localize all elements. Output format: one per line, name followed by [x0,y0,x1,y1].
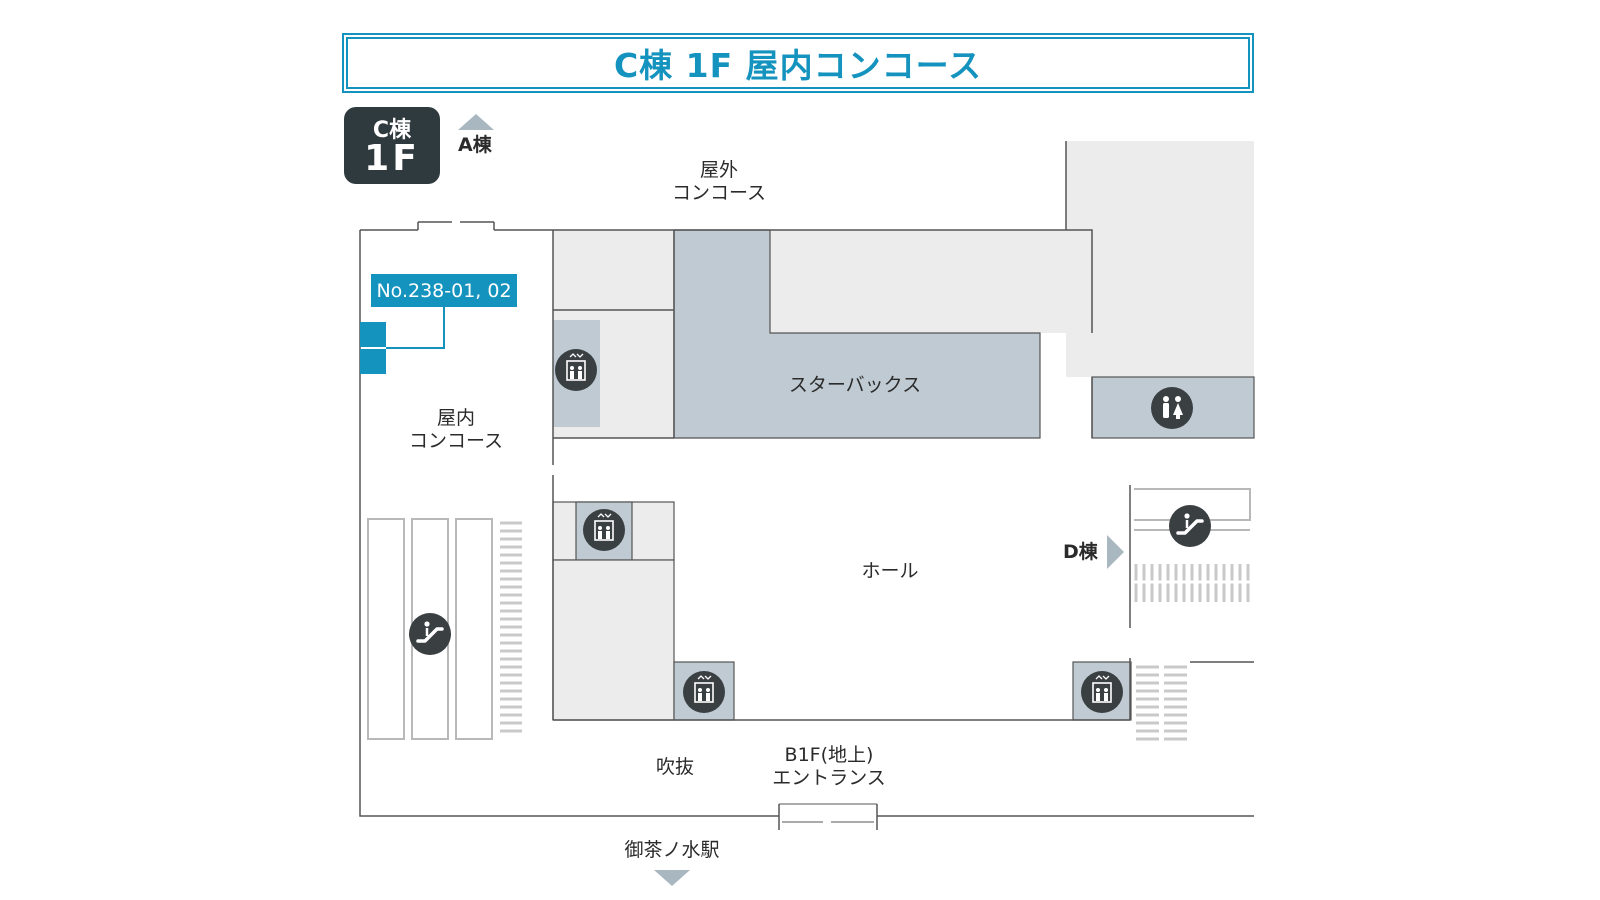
store-number-tag[interactable]: No.238-01, 02 [371,274,517,307]
floor-badge-building: C棟 [372,118,412,143]
arrow-up-icon [458,114,494,130]
elevator-icon [1081,671,1123,713]
store-238-02[interactable] [360,349,386,374]
store-238-01[interactable] [360,322,386,347]
escalator-icon [1169,505,1211,547]
starbucks-label: スターバックス [788,374,922,396]
stairs-left [500,519,522,739]
room-upper-middle [770,230,1092,333]
indoor-concourse-label-1: 屋内 [436,407,475,429]
store-leader-line [386,305,445,349]
direction-a-building: A棟 [458,134,492,156]
floor-badge-floor: 1F [364,138,420,179]
elevator-icon [683,671,725,713]
outdoor-concourse-label-1: 屋外 [699,159,738,181]
floor-badge: C棟 1F [344,107,440,184]
arrow-right-icon [1107,535,1124,569]
title-frame: C棟 1F 屋内コンコース [342,33,1254,93]
escalator-icon [409,613,451,655]
page-title: C棟 1F 屋内コンコース [346,37,1250,89]
stairs-southeast [1136,665,1187,741]
restroom-icon [1151,387,1193,429]
arrow-down-icon [654,870,690,886]
hall-label: ホール [861,560,919,582]
outdoor-concourse-label-2: コンコース [671,182,767,204]
walls [359,141,1254,830]
direction-station: 御茶ノ水駅 [624,839,720,861]
room-lower-left [552,559,675,721]
indoor-concourse-label-2: コンコース [408,430,504,452]
direction-d-building: D棟 [1063,541,1098,563]
entrance-label-2: エントランス [772,767,886,789]
room-upper-left [553,230,674,310]
atrium-label: 吹抜 [655,756,694,778]
elevator-icon [555,349,597,391]
stairs-east [1134,564,1250,602]
entrance-label-1: B1F(地上) [784,744,874,766]
elevator-icon [583,509,625,551]
room-east-block [1066,141,1254,377]
